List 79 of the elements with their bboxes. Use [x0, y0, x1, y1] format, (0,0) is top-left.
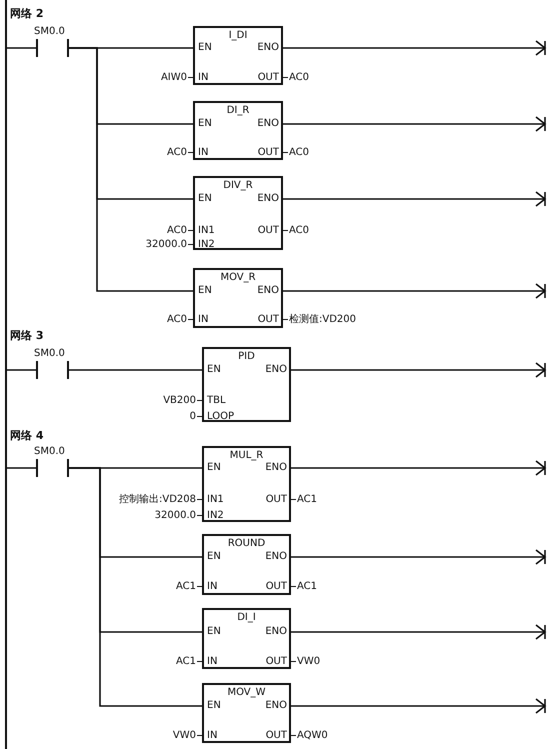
block-title: MOV_W [226, 687, 267, 699]
rung-line [69, 467, 202, 707]
operand-label: AC1 [291, 494, 318, 506]
pin-label: OUT [258, 72, 279, 84]
pin-label: IN2 [198, 239, 215, 251]
operand-label: AC0 [166, 314, 193, 326]
pin-label: OUT [266, 494, 287, 506]
operand-label: 0 [190, 411, 202, 423]
pin-label: OUT [266, 656, 287, 668]
pin-label: EN [207, 700, 221, 712]
operand-label: AC1 [176, 656, 202, 668]
pin-label: IN [207, 656, 218, 668]
network-label: 网络 3 [10, 330, 44, 342]
pin-label: LOOP [207, 411, 234, 423]
pin-label: ENO [265, 364, 287, 376]
block-title: MUL_R [228, 450, 264, 462]
pin-label: TBL [207, 395, 226, 407]
operand-label: AC1 [291, 581, 318, 593]
operand-label: 检测值:VD200 [283, 314, 356, 326]
block-title: PID [237, 351, 256, 363]
operand-label: AC0 [283, 225, 310, 237]
operand-label: 控制输出:VD208 [119, 494, 202, 506]
operand-label: 32000.0 [154, 510, 202, 522]
rung-line [69, 47, 193, 292]
pin-label: ENO [257, 193, 279, 205]
pin-label: EN [207, 626, 221, 638]
rung-line [7, 369, 36, 371]
pin-label: EN [207, 551, 221, 563]
pin-label: OUT [258, 147, 279, 159]
pin-label: EN [198, 118, 212, 130]
operand-label: AC0 [166, 147, 193, 159]
block-title: MOV_R [219, 272, 257, 284]
pin-label: ENO [265, 700, 287, 712]
operand-label: AQW0 [291, 730, 328, 742]
contact-label: SM0.0 [34, 348, 65, 360]
rung-line [69, 369, 202, 371]
pin-label: IN [198, 314, 208, 326]
rung-line [7, 467, 36, 469]
pin-label: IN1 [207, 494, 224, 506]
pin-label: ENO [265, 462, 287, 474]
pin-label: EN [198, 285, 212, 297]
network-label: 网络 4 [10, 430, 44, 442]
operand-label: VW0 [172, 730, 202, 742]
block-title: DI_I [236, 612, 257, 624]
pin-label: ENO [257, 285, 279, 297]
pin-label: ENO [265, 626, 287, 638]
block-title: DI_R [226, 105, 250, 117]
block-title: ROUND [226, 538, 266, 550]
rung-line [7, 47, 36, 49]
block-title: I_DI [228, 30, 248, 42]
operand-label: AIW0 [160, 72, 193, 84]
operand-label: AC1 [176, 581, 202, 593]
pin-label: ENO [257, 118, 279, 130]
pin-label: OUT [258, 314, 279, 326]
network-label: 网络 2 [10, 8, 44, 20]
block-title: DIV_R [222, 180, 254, 192]
pin-label: IN [198, 147, 208, 159]
pin-label: ENO [265, 551, 287, 563]
pin-label: IN [207, 730, 218, 742]
pin-label: OUT [266, 581, 287, 593]
pin-label: EN [198, 193, 212, 205]
pin-label: IN2 [207, 510, 224, 522]
operand-label: VB200 [163, 395, 202, 407]
operand-label: AC0 [283, 147, 310, 159]
contact-label: SM0.0 [34, 446, 65, 458]
operand-label: VW0 [291, 656, 320, 668]
pin-label: OUT [258, 225, 279, 237]
operand-label: AC0 [283, 72, 310, 84]
pin-label: IN [207, 581, 218, 593]
pin-label: IN1 [198, 225, 215, 237]
operand-label: AC0 [166, 225, 193, 237]
pin-label: ENO [257, 42, 279, 54]
pin-label: IN [198, 72, 208, 84]
pin-label: EN [198, 42, 212, 54]
pin-label: OUT [266, 730, 287, 742]
pin-label: EN [207, 364, 221, 376]
contact-label: SM0.0 [34, 26, 65, 38]
operand-label: 32000.0 [146, 239, 193, 251]
pin-label: EN [207, 462, 221, 474]
